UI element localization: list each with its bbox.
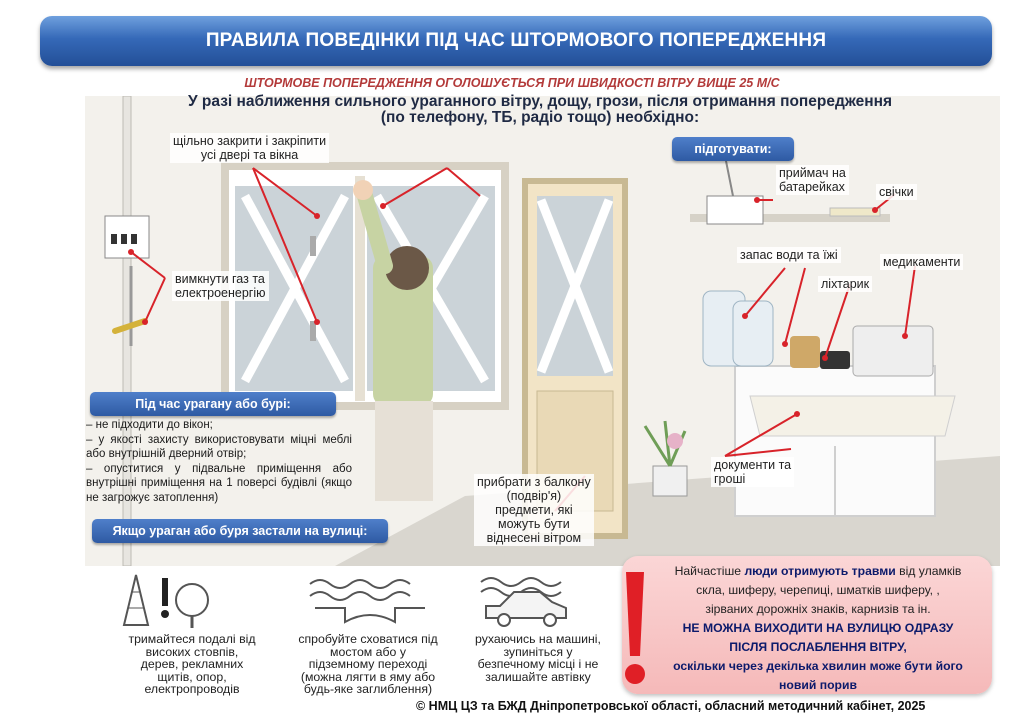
tip-line: спробуйте сховатися під	[298, 632, 438, 646]
warning-emphasis: люди отримують травми	[744, 564, 896, 578]
list-item: – опуститися у підвальне приміщення або …	[86, 462, 352, 504]
tip-line: підземному переході	[308, 657, 428, 671]
warning-line: зірваних дорожніх знаків, карнизів та ін…	[705, 602, 931, 616]
label-line: усі двері та вікна	[200, 148, 299, 162]
lead-line-1: У разі наближення сильного ураганного ві…	[187, 93, 893, 110]
label-balcony: прибрати з балкону (подвір'я) предмети, …	[474, 474, 594, 546]
during-header: Під час урагану або бурі:	[90, 392, 336, 416]
warning-span: від уламків	[895, 564, 962, 578]
shelf	[690, 214, 890, 222]
tip-line: високих стовпів,	[145, 644, 239, 659]
label-medicine: медикаменти	[880, 254, 964, 270]
label-water-food: запас води та їжі	[737, 247, 841, 263]
warning-line: НЕ МОЖНА ВИХОДИТИ НА ВУЛИЦЮ ОДРАЗУ	[682, 621, 954, 635]
tower-tree-illustration	[122, 574, 209, 628]
warning-line: Найчастіше люди отримують травми від ула…	[652, 562, 984, 581]
prepare-header: підготувати:	[672, 137, 794, 161]
warning-line: оскільки через декілька хвилин може бути…	[673, 659, 963, 673]
tip-line: електропроводів	[144, 682, 240, 696]
flashlight	[820, 351, 850, 369]
tip-stay-away: тримайтеся подалі від високих стовпів, д…	[112, 633, 272, 696]
label-line: вимкнути газ та	[175, 272, 265, 286]
label-gas-power: вимкнути газ та електроенергію	[172, 271, 269, 301]
warning-text: Найчастіше люди отримують травми від ула…	[652, 562, 984, 695]
exclamation-icon	[625, 572, 645, 684]
subtitle: ШТОРМОВЕ ПОПЕРЕДЖЕННЯ ОГОЛОШУЄТЬСЯ ПРИ Ш…	[244, 76, 780, 90]
warning-line: новий порив	[779, 678, 857, 692]
label-line: батарейках	[779, 180, 845, 194]
bridge-wind-illustration	[309, 579, 425, 624]
lead-line-2: (по телефону, ТБ, радіо тощо) необхідно:	[380, 109, 700, 126]
lead-text: У разі наближення сильного ураганного ві…	[150, 94, 930, 126]
label-line: предмети, які	[495, 503, 573, 517]
label-line: щільно закрити і закріпити	[173, 134, 327, 148]
first-aid-kit	[852, 325, 934, 377]
radio	[706, 195, 764, 225]
footer-copyright: © НМЦ ЦЗ та БЖД Дніпропетровської област…	[416, 699, 926, 713]
warning-line: ПІСЛЯ ПОСЛАБЛЕННЯ ВІТРУ,	[729, 640, 907, 654]
tip-line: тримайтеся подалі від	[128, 632, 256, 646]
warning-box: Найчастіше люди отримують травми від ула…	[622, 556, 992, 694]
tip-line: мостом або у	[330, 644, 406, 659]
tip-line: безпечному місці і не	[477, 657, 599, 671]
warning-span: Найчастіше	[674, 564, 745, 578]
tip-line: дерев, рекламних	[140, 657, 244, 671]
label-line: приймач на	[779, 166, 846, 180]
list-item: – у якості захисту використовувати міцні…	[86, 433, 352, 461]
label-line: віднесені вітром	[486, 531, 582, 545]
street-header: Якщо ураган або буря застали на вулиці:	[92, 519, 388, 543]
label-candles: свічки	[876, 184, 917, 200]
label-documents: документи та гроші	[711, 457, 795, 487]
tip-stay-in-car: рухаючись на машині, зупиніться у безпеч…	[458, 633, 618, 683]
tip-line: залишайте автівку	[485, 669, 591, 684]
during-rules-list: – не підходити до вікон; – у якості захи…	[86, 418, 352, 505]
tip-find-shelter: спробуйте сховатися під мостом або у під…	[282, 633, 454, 696]
label-line: гроші	[714, 472, 746, 486]
tip-line: зупиніться у	[503, 644, 573, 659]
label-line: документи та	[714, 458, 792, 472]
tip-line: щитів, опор,	[157, 669, 227, 684]
tip-line: рухаючись на машині,	[475, 632, 601, 646]
candles	[829, 207, 881, 217]
label-line: електроенергію	[175, 286, 266, 300]
person-figure	[353, 180, 433, 501]
label-line: прибрати з балкону	[477, 475, 591, 489]
car-wind-illustration	[480, 577, 567, 627]
label-line: можуть бути	[498, 517, 570, 531]
warning-line: скла, шиферу, черепиці, шматків шиферу, …	[696, 583, 940, 597]
label-close-doors: щільно закрити і закріпити усі двері та …	[170, 133, 330, 163]
list-item: – не підходити до вікон;	[86, 419, 213, 431]
tip-line: будь-яке заглиблення)	[303, 682, 433, 696]
label-flashlight: ліхтарик	[818, 276, 873, 292]
label-line: (подвір'я)	[506, 489, 562, 503]
label-radio: приймач на батарейках	[776, 165, 849, 195]
tip-line: (можна лягти в яму або	[300, 669, 436, 684]
title-banner: ПРАВИЛА ПОВЕДІНКИ ПІД ЧАС ШТОРМОВОГО ПОП…	[40, 16, 992, 66]
